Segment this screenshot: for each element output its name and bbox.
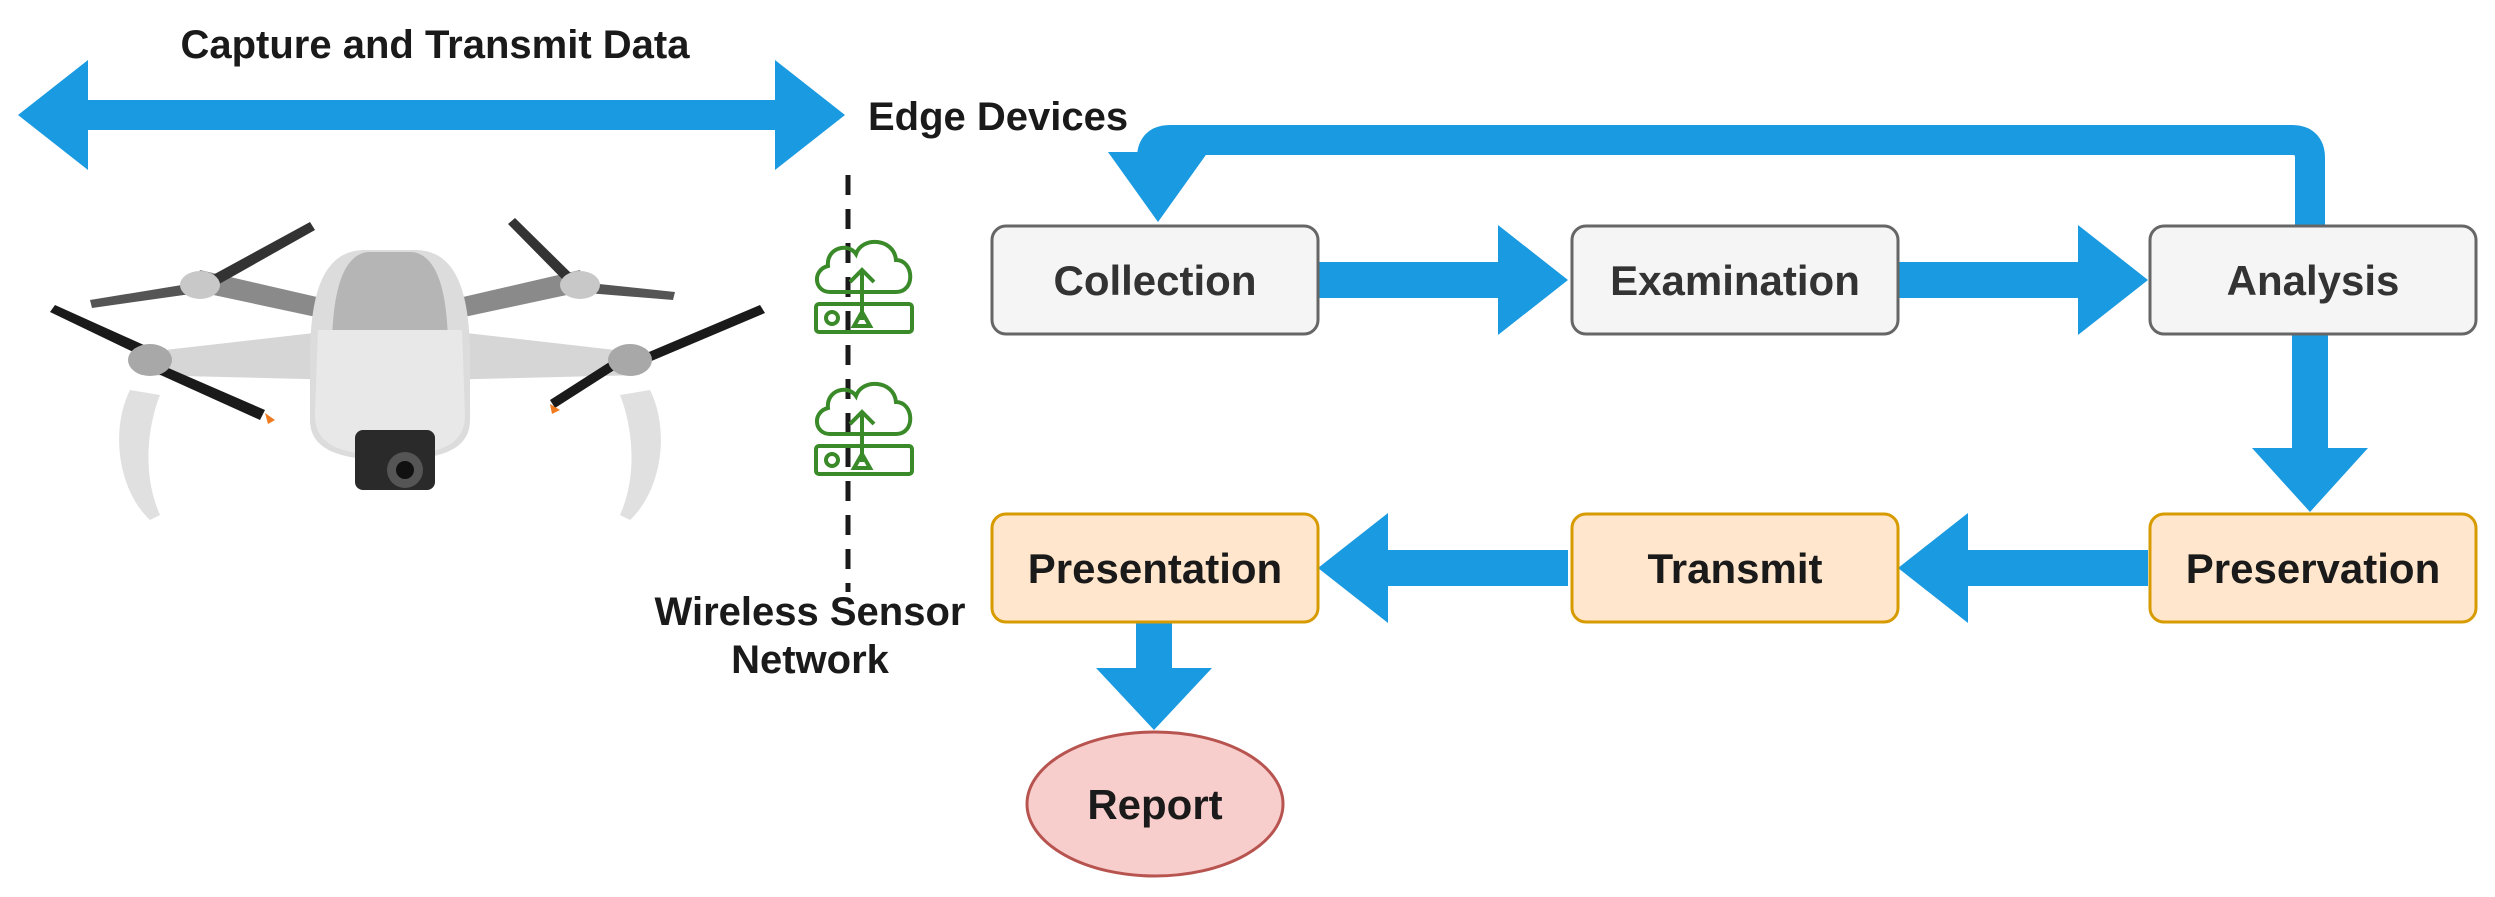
analysis-label: Analysis — [2227, 257, 2400, 304]
wsn-label-line1: Wireless Sensor — [655, 590, 966, 634]
report-label: Report — [1087, 781, 1222, 828]
preservation-node: Preservation — [2148, 512, 2478, 624]
arrow-analysis-to-preservation — [2252, 334, 2368, 512]
analysis-node: Analysis — [2148, 224, 2478, 336]
transmit-node: Transmit — [1570, 512, 1900, 624]
examination-node: Examination — [1570, 224, 1900, 336]
capture-label: Capture and Transmit Data — [180, 23, 690, 67]
arrow-presentation-to-report — [1096, 622, 1212, 730]
report-node: Report — [1025, 730, 1285, 878]
presentation-label: Presentation — [1028, 545, 1282, 592]
presentation-node: Presentation — [990, 512, 1320, 624]
transmit-label: Transmit — [1647, 545, 1822, 592]
examination-label: Examination — [1610, 257, 1860, 304]
collection-node: Collection — [990, 224, 1320, 336]
preservation-label: Preservation — [2186, 545, 2440, 592]
capture-double-arrow — [18, 60, 845, 170]
loop-arrow-head — [1108, 152, 1208, 222]
loop-arrow-analysis-to-collection — [1137, 125, 2325, 232]
arrow-preservation-to-transmit — [1898, 513, 2148, 623]
collection-label: Collection — [1053, 257, 1256, 304]
cloud-upload-server-icon — [814, 381, 914, 476]
arrow-collection-to-examination — [1318, 225, 1568, 335]
arrow-transmit-to-presentation — [1318, 513, 1568, 623]
cloud-upload-server-icon — [814, 239, 914, 334]
arrow-examination-to-analysis — [1898, 225, 2148, 335]
wsn-label-line2: Network — [731, 638, 890, 682]
edge-devices-label: Edge Devices — [868, 95, 1128, 139]
drone-icon — [50, 218, 765, 520]
